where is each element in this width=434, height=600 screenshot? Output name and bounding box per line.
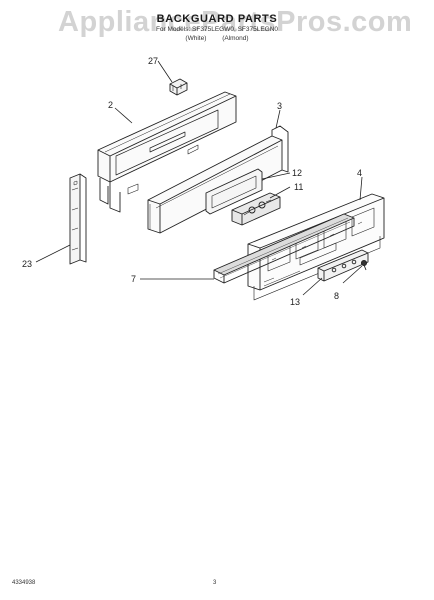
callout-13: 13 [290,297,300,307]
model-numbers: For Models: SF375LEGW0, SF375LEGN0 [155,26,279,33]
part-23-side-bracket [69,173,87,265]
callout-3: 3 [277,101,282,111]
callout-7: 7 [131,274,136,284]
part-2-backguard-rear [97,91,237,213]
part-7-trim-strip [213,213,355,284]
leader-lines [35,60,363,296]
color-white-label: (White) [185,35,207,42]
callout-11: 11 [294,182,303,192]
watermark-text: AppliancePartsPros.com [58,6,413,38]
diagram-title: BACKGUARD PARTS [156,13,278,25]
callout-8: 8 [334,291,339,301]
page-number: 3 [213,580,217,586]
part-3-backguard-front [147,125,289,234]
color-variants: (White) (Almond) [0,35,434,42]
callout-12: 12 [292,168,302,178]
callout-2: 2 [108,100,113,110]
part-13-nameplate [317,249,369,282]
callout-27: 27 [148,56,158,66]
document-code: 4334938 [12,580,36,586]
part-27-clip [169,78,188,96]
callout-23: 23 [22,259,32,269]
part-8-screw [360,259,368,271]
color-almond-label: (Almond) [222,35,249,42]
callout-4: 4 [357,168,362,178]
part-12-bracket [205,168,263,215]
part-11-control-module [231,192,281,226]
